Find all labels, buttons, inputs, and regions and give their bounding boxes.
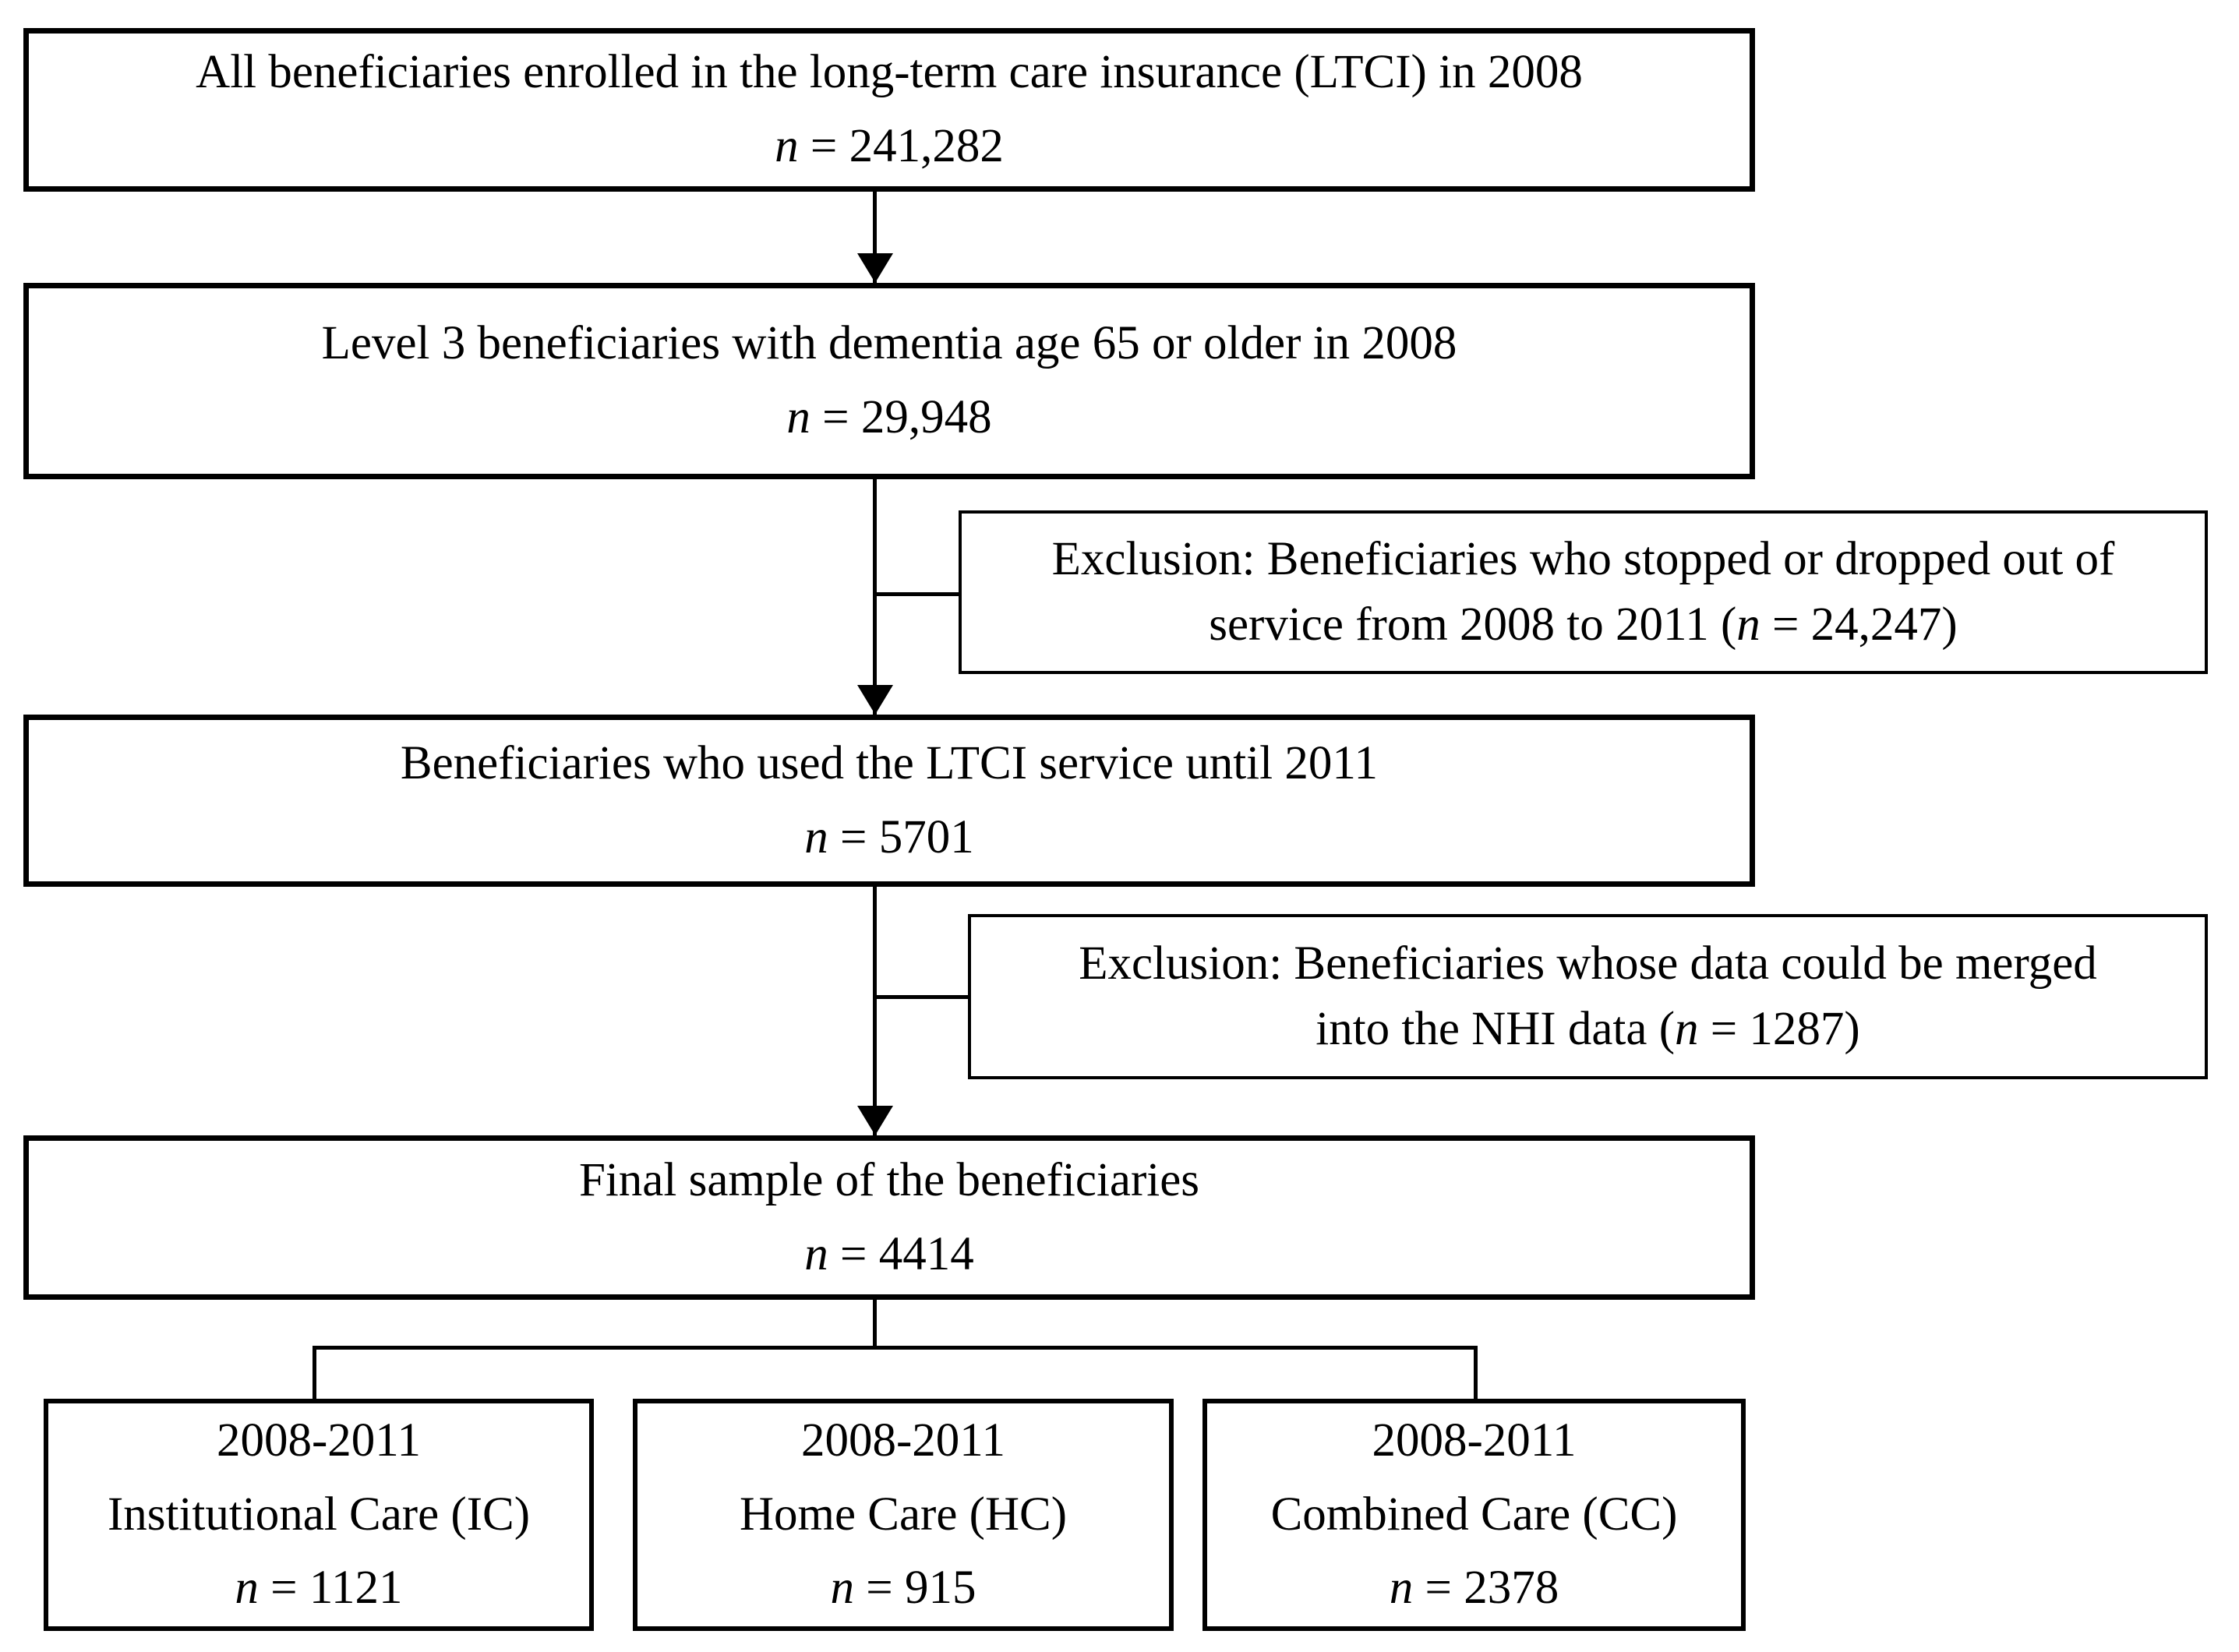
group-period: 2008-2011 — [1372, 1414, 1577, 1467]
branch-line-exclusion-2 — [875, 995, 968, 999]
group-box-home-care: 2008-2011 Home Care (HC) n = 915 — [633, 1399, 1174, 1631]
group-label: Home Care (HC) — [739, 1488, 1068, 1541]
box-text: All beneficiaries enrolled in the long-t… — [196, 46, 1583, 99]
exclusion-box-dropped-out: Exclusion: Beneficiaries who stopped or … — [959, 510, 2208, 674]
connector-line-4 — [873, 1300, 877, 1346]
group-box-institutional-care: 2008-2011 Institutional Care (IC) n = 11… — [44, 1399, 594, 1631]
connector-line-1 — [873, 192, 877, 283]
arrow-down-icon — [857, 1106, 893, 1135]
box-n-value: n = 5701 — [804, 801, 973, 875]
n-symbol: n — [786, 391, 810, 443]
exclusion-text-line2: into the NHI data (n = 1287) — [1316, 1003, 1860, 1055]
group-label: Institutional Care (IC) — [107, 1488, 531, 1541]
split-bar-line — [313, 1346, 1478, 1350]
n-symbol: n — [775, 120, 799, 172]
n-count: = 29,948 — [810, 391, 992, 443]
box-text: Final sample of the beneficiaries — [578, 1153, 1200, 1206]
box-text: Beneficiaries who used the LTCI service … — [400, 736, 1379, 789]
box-n-value: n = 241,282 — [775, 110, 1004, 184]
n-count: = 915 — [854, 1562, 976, 1615]
connector-line-3 — [873, 887, 877, 1135]
n-symbol: n — [1675, 1003, 1699, 1055]
n-count: = 241,282 — [798, 120, 1004, 172]
n-count: = 5701 — [828, 810, 974, 863]
box-text: Level 3 beneficiaries with dementia age … — [321, 317, 1457, 370]
n-symbol: n — [1389, 1562, 1414, 1615]
connector-line-2 — [873, 479, 877, 715]
n-symbol: n — [830, 1562, 855, 1615]
split-drop-left-line — [313, 1346, 316, 1399]
group-n-value: n = 1121 — [235, 1551, 402, 1626]
group-n-value: n = 915 — [831, 1551, 976, 1626]
box-n-value: n = 4414 — [804, 1218, 973, 1292]
flow-box-all-beneficiaries: All beneficiaries enrolled in the long-t… — [23, 28, 1755, 192]
arrow-down-icon — [857, 253, 893, 283]
group-box-combined-care: 2008-2011 Combined Care (CC) n = 2378 — [1202, 1399, 1746, 1631]
n-count: = 4414 — [828, 1227, 974, 1280]
box-n-value: n = 29,948 — [786, 381, 991, 455]
branch-line-exclusion-1 — [875, 592, 959, 596]
group-period: 2008-2011 — [216, 1414, 422, 1467]
n-symbol: n — [235, 1562, 259, 1615]
n-symbol: n — [804, 810, 828, 863]
group-n-value: n = 2378 — [1390, 1551, 1559, 1626]
flow-box-final-sample: Final sample of the beneficiaries n = 44… — [23, 1135, 1755, 1300]
group-label: Combined Care (CC) — [1270, 1488, 1678, 1541]
flow-box-level3-dementia: Level 3 beneficiaries with dementia age … — [23, 283, 1755, 479]
flow-box-used-ltci-2011: Beneficiaries who used the LTCI service … — [23, 715, 1755, 887]
n-symbol: n — [804, 1227, 828, 1280]
exclusion-box-nhi-merge: Exclusion: Beneficiaries whose data coul… — [968, 914, 2208, 1079]
n-count: = 1121 — [258, 1562, 403, 1615]
n-symbol: n — [1736, 598, 1760, 651]
group-period: 2008-2011 — [800, 1414, 1006, 1467]
split-drop-right-line — [1474, 1346, 1478, 1399]
n-count: = 2378 — [1413, 1562, 1559, 1615]
arrow-down-icon — [857, 685, 893, 715]
exclusion-text-line1: Exclusion: Beneficiaries who stopped or … — [1051, 532, 2115, 585]
exclusion-text-line2: service from 2008 to 2011 (n = 24,247) — [1209, 598, 1958, 651]
exclusion-text-line1: Exclusion: Beneficiaries whose data coul… — [1079, 937, 2097, 990]
